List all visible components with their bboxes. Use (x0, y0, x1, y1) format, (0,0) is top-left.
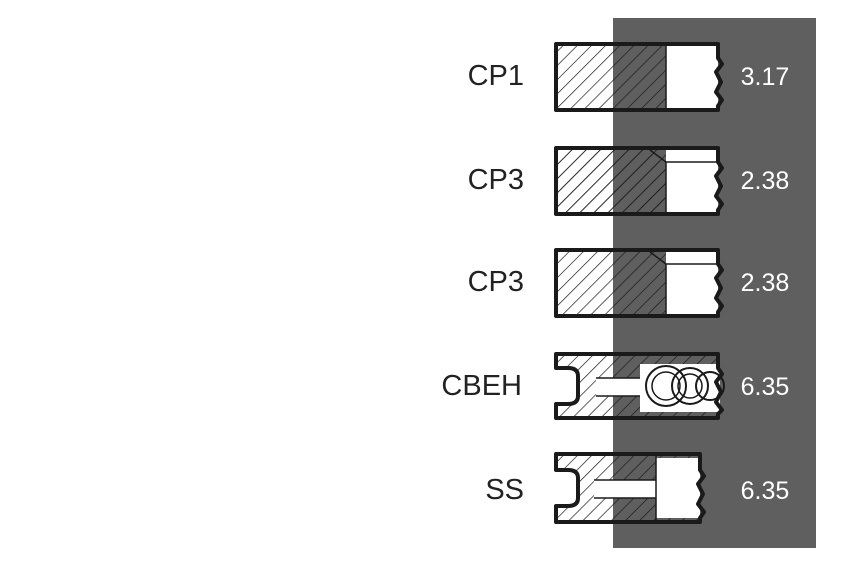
ring-label-cp1: CP1 (467, 60, 524, 92)
ring-profile-cp3-bottom (554, 248, 724, 318)
ring-value-cp1: 3.17 (740, 63, 790, 91)
ring-label-cbeh: CBEH (441, 370, 522, 402)
ring-profile-cbeh (554, 352, 725, 420)
ring-profile-cp3-top (554, 146, 724, 216)
ring-value-cbeh: 6.35 (740, 373, 790, 401)
ring-profile-ss (554, 452, 706, 524)
ring-value-cp3-bottom: 2.38 (740, 269, 790, 297)
ring-value-ss: 6.35 (740, 477, 790, 505)
ring-label-cp3-bottom: CP3 (467, 266, 524, 298)
ring-profile-cp1 (554, 42, 724, 112)
ring-label-ss: SS (485, 474, 524, 506)
ring-label-cp3-top: CP3 (467, 164, 524, 196)
ring-value-cp3-top: 2.38 (740, 167, 790, 195)
